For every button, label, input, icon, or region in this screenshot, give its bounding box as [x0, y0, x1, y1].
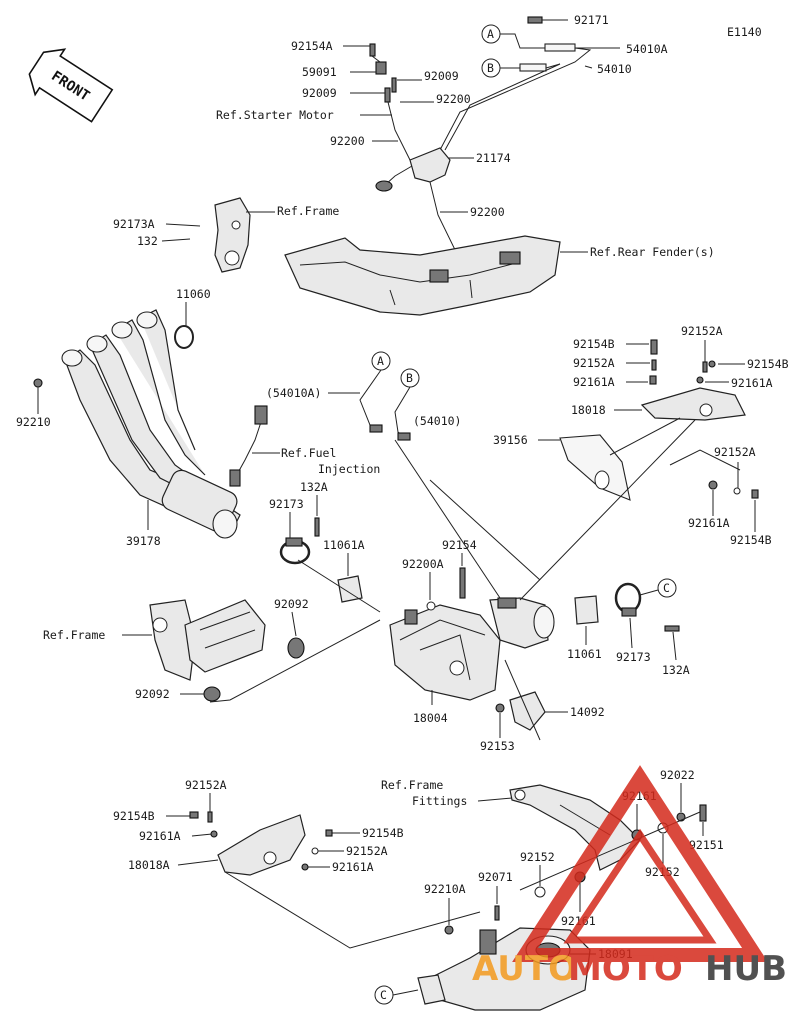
- clamp-92173-right: [614, 582, 680, 632]
- clamp-92173-left: [279, 517, 320, 565]
- label-92152-1: 92152: [520, 850, 555, 864]
- label-39178: 39178: [126, 534, 161, 548]
- label-11061a: 11061A: [323, 538, 365, 552]
- label-ref-frame-fittings-2: Fittings: [412, 794, 467, 808]
- label-92154b-1: 92154B: [573, 337, 615, 351]
- label-132a-right: 132A: [662, 663, 690, 677]
- label-92152a-5: 92152A: [346, 844, 388, 858]
- label-92200-b: 92200: [330, 134, 365, 148]
- label-92173-right: 92173: [616, 650, 651, 664]
- label-ref-fuel: Ref.Fuel: [281, 446, 336, 460]
- label-92092-bottom: 92092: [135, 687, 170, 701]
- label-92154b-4: 92154B: [113, 809, 155, 823]
- label-92200-c: 92200: [470, 205, 505, 219]
- label-92161a-1: 92161A: [573, 375, 615, 389]
- label-92161a-3: 92161A: [688, 516, 730, 530]
- rear-fender: [284, 235, 561, 316]
- heat-cover-18018: [640, 387, 746, 421]
- automotohub-logo: AUTO MOTO HUB: [472, 765, 787, 989]
- label-92153: 92153: [480, 739, 515, 753]
- watermark-moto: MOTO: [568, 949, 683, 989]
- label-92200-a: 92200: [436, 92, 471, 106]
- label-54010a: 54010A: [626, 42, 668, 56]
- callout-b-top: B: [487, 61, 494, 75]
- label-14092: 14092: [570, 705, 605, 719]
- label-11060: 11060: [176, 287, 211, 301]
- label-ref-starter-motor: Ref.Starter Motor: [216, 108, 334, 122]
- label-92200a: 92200A: [402, 557, 444, 571]
- heat-cover-18018a: [217, 814, 306, 876]
- label-92022: 92022: [660, 768, 695, 782]
- frame-fitting-bracket: [509, 784, 641, 871]
- label-ref-frame-fittings: Ref.Frame: [381, 778, 443, 792]
- label-92154b-3: 92154B: [730, 533, 772, 547]
- label-92152a-1: 92152A: [573, 356, 615, 370]
- label-92173a-top: 92173A: [113, 217, 155, 231]
- watermark-auto: AUTO: [472, 949, 577, 989]
- label-18004: 18004: [413, 711, 448, 725]
- label-39156: 39156: [493, 433, 528, 447]
- label-92171: 92171: [574, 13, 609, 27]
- watermark-hub: HUB: [705, 949, 787, 989]
- label-18018: 18018: [571, 403, 606, 417]
- label-92154b-5: 92154B: [362, 826, 404, 840]
- label-92154b-2: 92154B: [747, 357, 789, 371]
- label-92152a-2: 92152A: [681, 324, 723, 338]
- label-11061: 11061: [567, 647, 602, 661]
- callout-a-top: A: [487, 27, 494, 41]
- gasket-11061: [574, 595, 599, 625]
- label-92173-left: 92173: [269, 497, 304, 511]
- label-54010-paren: (54010): [413, 414, 461, 428]
- label-92009-a: 92009: [424, 69, 459, 83]
- callout-c-bottom: C: [380, 988, 387, 1002]
- silencer-body-18004: [389, 604, 501, 701]
- label-92210a: 92210A: [424, 882, 466, 896]
- catalyzer-and-frame: [149, 599, 305, 702]
- label-92152a-3: 92152A: [714, 445, 756, 459]
- label-132a-left: 132A: [300, 480, 328, 494]
- label-ref-frame-mid: Ref.Frame: [43, 628, 105, 642]
- label-92154-mid: 92154: [442, 538, 477, 552]
- label-92161a-2: 92161A: [731, 376, 773, 390]
- label-92154a: 92154A: [291, 39, 333, 53]
- label-21174: 21174: [476, 151, 511, 165]
- label-92161a-4: 92161A: [139, 829, 181, 843]
- cable-assembly-mid: A B: [359, 351, 420, 441]
- label-92071: 92071: [478, 870, 513, 884]
- label-59091: 59091: [302, 65, 337, 79]
- label-92161a-5: 92161A: [332, 860, 374, 874]
- label-18018a: 18018A: [128, 858, 170, 872]
- o2-sensor: [229, 405, 268, 487]
- diagram-code: E1140: [727, 25, 762, 39]
- label-54010a-paren: (54010A): [266, 386, 321, 400]
- exhaust-valve-housing: [489, 597, 555, 649]
- label-92009-b: 92009: [302, 86, 337, 100]
- sticker-39156: [559, 434, 631, 501]
- label-132-top: 132: [137, 234, 158, 248]
- label-ref-frame-top: Ref.Frame: [277, 204, 339, 218]
- label-92092-top: 92092: [274, 597, 309, 611]
- callout-c-mid: C: [663, 581, 670, 595]
- callout-b-mid: B: [406, 371, 413, 385]
- label-92210: 92210: [16, 415, 51, 429]
- exhaust-header-pipes: [61, 309, 241, 539]
- label-92152a-4: 92152A: [185, 778, 227, 792]
- label-ref-fuel-injection: Injection: [318, 462, 380, 476]
- label-ref-rear-fender: Ref.Rear Fender(s): [590, 245, 715, 259]
- cable-assembly-top: A B: [369, 16, 620, 261]
- label-54010: 54010: [597, 62, 632, 76]
- frame-bracket-upper: [214, 197, 251, 273]
- front-arrow-icon: FRONT: [28, 48, 114, 123]
- gasket-11060: [174, 325, 194, 349]
- bolt-92154: [459, 567, 466, 599]
- callout-a-mid: A: [377, 354, 384, 368]
- gasket-11061a: [337, 575, 363, 603]
- label-92151: 92151: [689, 838, 724, 852]
